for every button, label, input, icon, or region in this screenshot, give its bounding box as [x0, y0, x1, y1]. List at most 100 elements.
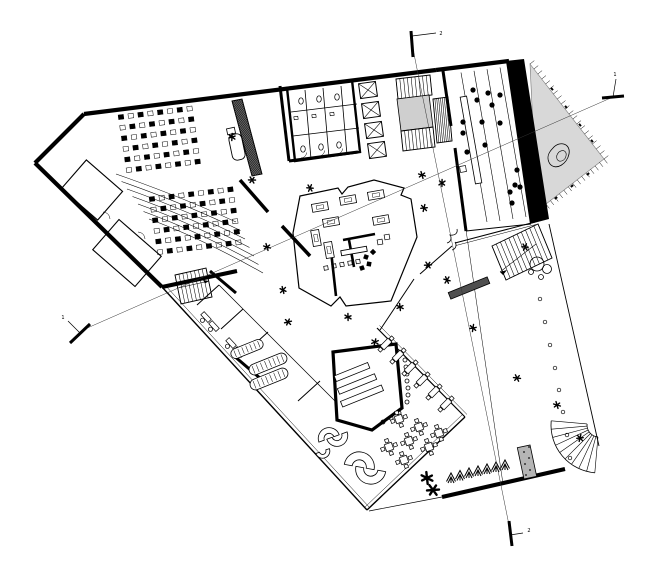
auditorium-seats-lower [201, 211, 208, 218]
courtyard-hatch-ne [557, 95, 562, 100]
core-stair-east [436, 98, 442, 143]
person-bold [420, 470, 434, 486]
auditorium-seats-lower [174, 236, 182, 242]
table-part [398, 454, 410, 466]
restaurant-table [430, 424, 448, 442]
person [279, 285, 287, 295]
auditorium-seats-upper [168, 118, 175, 125]
pavilion-outline [292, 179, 418, 307]
auditorium-seats-lower [212, 220, 219, 227]
auditorium-seats-upper [125, 167, 133, 173]
restaurant-table [390, 410, 408, 428]
plaza-east-edge [548, 223, 600, 447]
rack-tick [233, 350, 237, 358]
rack-tick [257, 340, 261, 348]
auditorium-seats-lower [207, 188, 214, 195]
plaza-stair-axis [499, 243, 537, 273]
person [576, 433, 584, 443]
person [420, 203, 428, 213]
reception-chair [363, 254, 369, 260]
person [283, 318, 293, 326]
desk-chair [208, 326, 213, 332]
auditorium-seats-upper [153, 152, 160, 159]
auditorium-seats-lower [188, 191, 195, 198]
rack-tick [273, 372, 277, 381]
conifer [500, 458, 510, 471]
auditorium-seats-upper [148, 121, 156, 127]
table-part [438, 436, 445, 442]
reception-stool [339, 261, 345, 268]
auditorium-seats-lower [196, 244, 203, 251]
reading-south-edge [465, 223, 532, 232]
table-part [422, 421, 428, 428]
restaurant-table-2 [425, 383, 443, 401]
auditorium-seats-lower [215, 241, 222, 248]
plaza-bollards [567, 455, 573, 461]
bar-stools [404, 378, 410, 384]
courtyard-hatch-ne [541, 75, 547, 80]
auditorium-seats-lower [202, 221, 209, 228]
core-stair-lower [422, 128, 425, 149]
rack-tick [269, 374, 273, 382]
vitrine [371, 214, 391, 226]
auditorium-seats-lower [165, 237, 172, 244]
restaurant-table-2 [389, 347, 407, 365]
core-stair-upper [410, 77, 414, 98]
courtyard-hatch-ne [529, 60, 535, 65]
courtyard-hatch-ne [596, 145, 601, 150]
restaurant-table-2 [413, 371, 431, 389]
person [552, 400, 562, 410]
hatch-stone [586, 172, 590, 176]
table-part [442, 427, 448, 434]
acoustic-wall-hatch [241, 98, 263, 175]
courtyard-hatch-ne [537, 70, 543, 75]
acoustic-wall-hatch [233, 100, 254, 176]
bar-stools [405, 385, 411, 391]
plaza-stair-ne [521, 231, 536, 267]
vitrine [310, 201, 330, 213]
table-part [433, 427, 445, 439]
auditorium-seats-lower [194, 233, 201, 240]
kitchen-counter [339, 384, 385, 408]
solid-wall-band [506, 59, 549, 224]
reception-stool [323, 265, 329, 271]
rack-tick [280, 354, 285, 362]
fan-stair [571, 434, 593, 465]
reading-chairs [517, 184, 523, 190]
person [521, 243, 529, 251]
courtyard-hatch-ne [572, 115, 578, 120]
table-part [423, 438, 430, 444]
section-marker-2-bottom-bar [507, 520, 514, 547]
office-partition [297, 380, 321, 402]
fan-stair [594, 436, 599, 473]
rack-tick [264, 361, 268, 369]
auditorium-seats-upper [134, 155, 141, 162]
restaurant-table [400, 432, 418, 450]
auditorium-seats-upper [174, 161, 182, 167]
table-part [398, 451, 405, 457]
section-marker-1-left-tick [67, 320, 81, 334]
core-shaft [396, 94, 434, 132]
wing-stair [182, 273, 190, 303]
tier-curve [137, 203, 255, 257]
auditorium-seats-upper [152, 142, 159, 149]
auditorium-east-wall-a [238, 178, 270, 214]
rack-tick [256, 379, 261, 387]
reading-chairs [482, 142, 488, 148]
stair-enclosure-wall [209, 269, 237, 295]
table-part [388, 335, 395, 342]
planter-speckle [528, 446, 530, 448]
elevator-x [363, 101, 379, 119]
auditorium-seats-lower [232, 218, 239, 225]
courtyard-hatch-se [603, 158, 608, 164]
auditorium-seats-upper [176, 106, 183, 113]
auditorium-seats-upper [188, 116, 195, 123]
acoustic-wall-hatch [239, 99, 261, 175]
core-stair-upper [425, 75, 429, 96]
core-stair-lower [429, 127, 432, 148]
auditorium-seats-lower [217, 187, 224, 194]
fan-stair [550, 420, 595, 474]
section-marker-2-top-tick [411, 32, 437, 37]
auditorium-seats-upper [178, 117, 185, 124]
reading-chairs [497, 92, 503, 98]
